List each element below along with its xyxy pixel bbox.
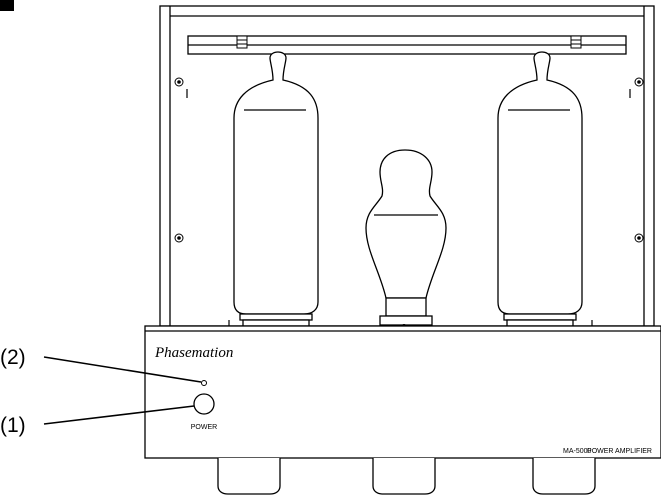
screw-top-right	[634, 77, 644, 87]
vacuum-tube-right	[497, 51, 583, 327]
screw-mid-left	[174, 233, 184, 243]
product-label: POWER AMPLIFIER	[587, 448, 652, 455]
foot-right	[532, 458, 596, 495]
bolt-left	[236, 35, 248, 49]
callout-leader-1	[43, 405, 195, 425]
power-button[interactable]	[193, 393, 215, 415]
power-indicator-led	[201, 380, 207, 386]
screw-mid-right	[634, 233, 644, 243]
foot-center	[372, 458, 436, 495]
screw-top-left	[174, 77, 184, 87]
foot-left	[217, 458, 281, 495]
chassis	[144, 325, 661, 459]
brand-logo: Phasemation	[154, 345, 233, 361]
callout-label-2: (2)	[0, 346, 26, 369]
vacuum-tube-center	[365, 149, 447, 326]
callout-label-1: (1)	[0, 414, 26, 437]
power-label: POWER	[191, 424, 217, 431]
vacuum-tube-left	[233, 51, 319, 327]
bolt-right	[570, 35, 582, 49]
model-label: MA-5000	[563, 448, 592, 455]
corner-marker	[0, 0, 14, 11]
callout-leader-2	[43, 356, 202, 383]
